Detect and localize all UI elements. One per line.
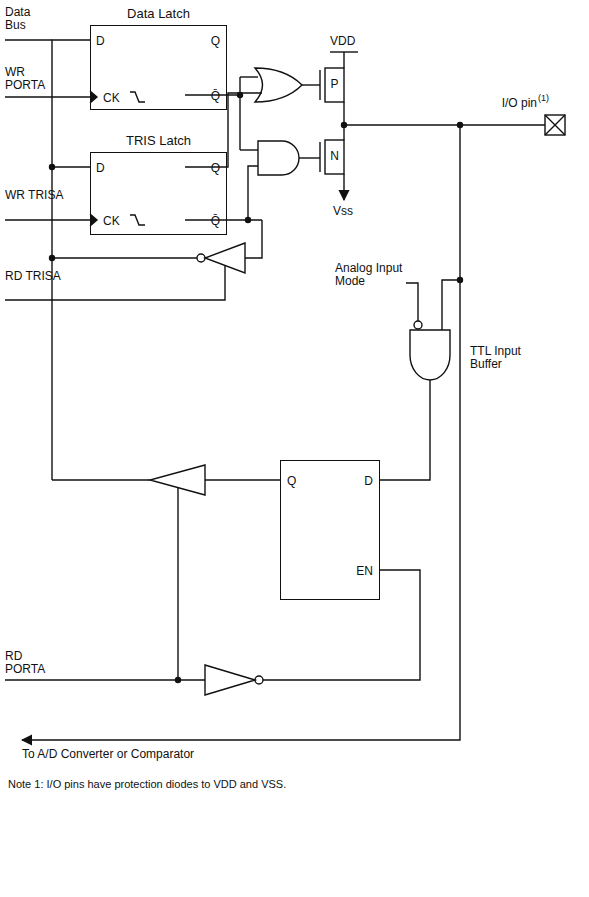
pin-wire: [344, 124, 545, 125]
transistor-symbol: [319, 70, 320, 100]
transistor-type: N: [325, 150, 344, 163]
logic-wire: [248, 166, 258, 220]
ttl-input-buffer-symbol: [414, 321, 422, 329]
or-gate: [255, 68, 302, 102]
pin-name: D: [364, 474, 373, 488]
signal-name: RD TRISA: [5, 270, 65, 283]
ttl-input-buffer-symbol: [380, 283, 450, 480]
rd-porta-buffer: [5, 465, 280, 683]
rd-porta-buffer: [52, 479, 150, 480]
pin-name: EN: [356, 564, 373, 578]
pin-name: CK: [103, 91, 120, 105]
gate-to-transistor-wire: [299, 85, 320, 158]
data-bus-wire: [5, 40, 52, 480]
ttl-input-buffer-symbol: [380, 380, 430, 480]
transistor-symbol: [319, 142, 320, 172]
clock-wire: [5, 219, 90, 220]
io-pin-symbol: [545, 115, 565, 135]
gate-to-transistor-wire: [299, 157, 320, 158]
clock-wire: [5, 91, 145, 226]
footnote: Note 1: I/O pins have protection diodes …: [8, 778, 583, 791]
pin-wire: [442, 280, 460, 330]
inverter-symbol: [255, 676, 263, 684]
signal-name: RD PORTA: [5, 650, 65, 676]
latch-title: Data Latch: [91, 7, 226, 21]
output-destination: To A/D Converter or Comparator: [22, 748, 322, 761]
transistor-symbol: [320, 52, 358, 200]
transistor-symbol: [325, 68, 344, 102]
gate-to-transistor-wire: [302, 84, 320, 85]
logic-wire: [240, 149, 258, 150]
and-gate: [258, 141, 299, 175]
rd-porta-buffer: [176, 678, 181, 683]
bus-name: Data Bus: [5, 6, 50, 32]
and-gate: [258, 141, 299, 175]
data-latch: Data LatchDQCKQ̄: [90, 25, 227, 110]
pin-name: I/O pin: [487, 97, 537, 110]
rd-porta-buffer: [205, 479, 280, 480]
data-bus-wire: [51, 167, 52, 480]
logic-wire: [185, 77, 262, 258]
pin-name: Q: [287, 474, 296, 488]
clock-wire: [130, 92, 145, 102]
logic-wire: [185, 93, 262, 167]
data-bus-connector: [52, 40, 90, 167]
rd-trisa-buffer: [197, 254, 205, 262]
mode-signal: Analog Input Mode: [335, 262, 405, 288]
logic-wire: [240, 76, 258, 77]
signal-name: WR TRISA: [5, 189, 65, 202]
inverter-symbol: [205, 665, 255, 695]
pin-wire: [458, 278, 463, 283]
ttl-input-buffer-symbol: [410, 330, 450, 380]
rd-trisa-buffer: [52, 257, 197, 258]
clock-wire: [130, 215, 145, 225]
rd-trisa-buffer: [50, 256, 55, 261]
transistor-type: P: [325, 78, 344, 91]
supply-label: Vss: [333, 205, 373, 218]
transistor-symbol: [343, 174, 344, 200]
data-bus-wire: [5, 39, 52, 40]
pin-name: Q̄: [211, 89, 220, 103]
clock-wire: [90, 91, 97, 103]
transistor-symbol: [325, 140, 344, 174]
rd-porta-buffer: [177, 488, 178, 680]
pin-name: Q̄: [211, 214, 220, 228]
pin-name: CK: [103, 214, 120, 228]
logic-wire: [239, 77, 240, 150]
pin-name: D: [96, 161, 105, 175]
signal-name: WR PORTA: [5, 66, 65, 92]
supply-label: VDD: [330, 35, 370, 48]
ttl-input-buffer-symbol: [406, 283, 418, 321]
inverter-symbol: [263, 570, 420, 680]
clock-wire: [90, 214, 97, 226]
transistor-symbol: [343, 52, 344, 68]
pin-name: Q: [211, 161, 220, 175]
logic-wire: [245, 220, 262, 258]
inverter-symbol: [205, 570, 420, 695]
pin-wire: [22, 125, 460, 740]
pin-name: D: [96, 34, 105, 48]
rd-trisa-buffer: [246, 218, 251, 223]
note-reference: (1): [538, 92, 563, 105]
pin-name: Q: [211, 34, 220, 48]
latch-title: TRIS Latch: [91, 134, 226, 148]
pin-wire: [342, 123, 347, 128]
tris-latch: TRIS LatchDQCKQ̄: [90, 152, 227, 235]
io-pin-symbol: [545, 115, 565, 135]
input-latch: Q D EN: [280, 460, 380, 600]
transistor-symbol: [343, 102, 344, 140]
rd-trisa-buffer: [238, 93, 243, 98]
or-gate: [255, 68, 302, 102]
buffer-name: TTL Input Buffer: [470, 345, 550, 371]
pin-wire: [22, 123, 545, 741]
rd-trisa-buffer: [5, 93, 251, 301]
rd-trisa-buffer: [5, 266, 225, 300]
transistor-symbol: [330, 51, 358, 52]
clock-wire: [5, 96, 90, 97]
pin-wire: [458, 123, 463, 128]
io-pin-symbol: [545, 115, 565, 135]
